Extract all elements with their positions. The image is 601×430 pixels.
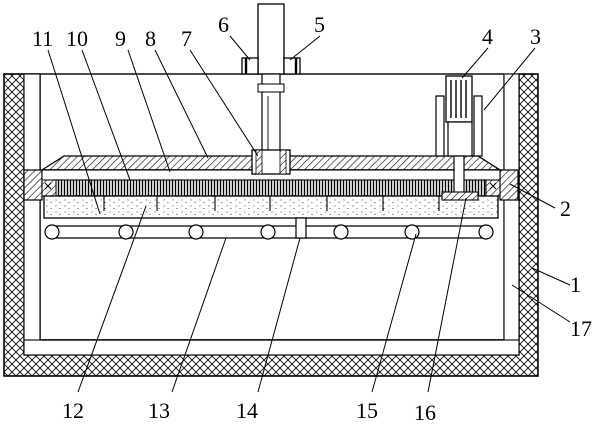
center-nozzle [295,217,307,239]
shaft-collar [251,149,291,175]
roller-belt [44,224,494,240]
callout-1: 1 [570,272,581,297]
drive-pinion [441,191,479,201]
motor [445,75,473,195]
leader-lines [47,35,571,393]
callout-15: 15 [356,398,378,423]
callout-4: 4 [482,24,493,49]
inner-liner [23,73,520,356]
callout-9: 9 [115,26,126,51]
side-slider-right [499,169,519,201]
callout-8: 8 [145,26,156,51]
callout-6: 6 [218,12,229,37]
callout-7: 7 [181,26,192,51]
callout-11: 11 [32,26,53,51]
top-flange [241,57,301,75]
callout-13: 13 [148,398,170,423]
callout-5: 5 [314,12,325,37]
side-slider-left [23,169,43,201]
callout-14: 14 [236,398,258,423]
motor-bracket [435,95,483,157]
lower-plate [43,195,499,219]
callout-12: 12 [62,398,84,423]
callout-2: 2 [560,196,571,221]
callout-10: 10 [66,26,88,51]
callout-17: 17 [570,316,592,341]
vertical-shaft [257,3,285,157]
callout-16: 16 [414,400,436,425]
callout-3: 3 [530,24,541,49]
callout-labels: 1 2 3 4 5 6 7 8 9 10 11 12 13 14 15 16 1… [32,12,592,425]
rack-gear [41,179,501,197]
